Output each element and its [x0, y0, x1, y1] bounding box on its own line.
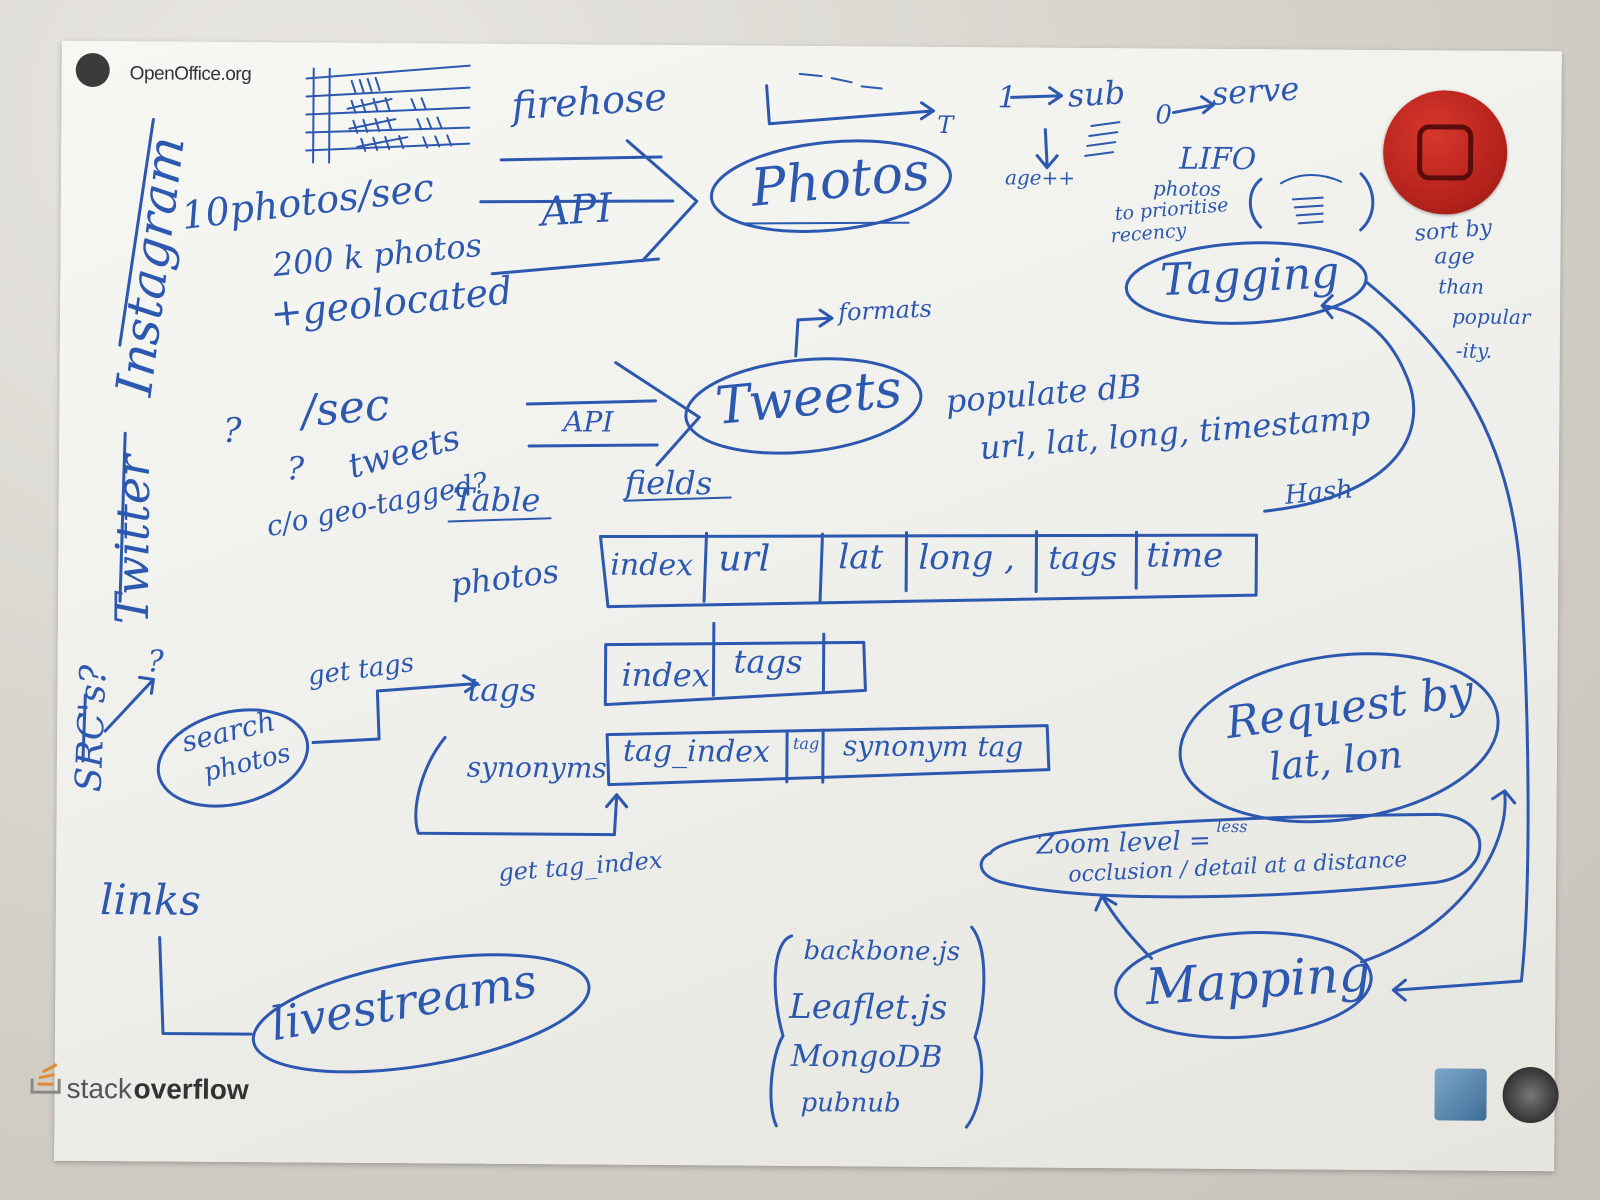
twitter-api-label: API: [563, 405, 614, 439]
stack-item-pubnub: pubnub: [800, 1087, 901, 1119]
synonyms-table-box: [605, 724, 1051, 787]
instagram-divider: [118, 117, 155, 347]
sub-arrow: [1010, 86, 1064, 106]
src-label: SRC's?: [68, 664, 115, 793]
stack-item-backbone: backbone.js: [803, 935, 961, 968]
search-photos-ellipse: [156, 708, 310, 808]
serve-arrow: [1171, 95, 1216, 115]
photos-table-dividers: [702, 530, 1139, 604]
src-to-search-arrow: [103, 675, 155, 733]
fields-label: fields: [624, 463, 713, 503]
hash-loop: [1263, 294, 1416, 513]
hash-label: Hash: [1283, 474, 1355, 511]
photos-node-ellipse: [709, 139, 952, 233]
search-question: ?: [147, 644, 164, 680]
mapping-to-zoom: [1094, 894, 1154, 960]
synonyms-field-synonym-tag: synonym tag: [842, 729, 1024, 764]
livestreams-ellipse: [251, 953, 591, 1074]
synonyms-field-tag: tag: [792, 733, 820, 754]
tweets-rate-question: ?: [223, 410, 242, 452]
links-label: links: [99, 875, 202, 925]
table-label: Table: [452, 480, 541, 520]
request-ellipse: [1178, 652, 1500, 824]
zoom-less: less: [1216, 816, 1248, 837]
mapping-to-tagging: [1364, 280, 1530, 1002]
lifo-label: LIFO: [1179, 141, 1257, 178]
twitter-divider: [118, 431, 127, 603]
t-arrow-dashes: [798, 72, 883, 90]
table-underline: [447, 517, 552, 523]
tweets-count-question: ?: [286, 449, 305, 488]
src-divider: [81, 693, 87, 763]
tags-table-dividers: [711, 621, 826, 697]
synonyms-table-dividers: [785, 728, 825, 784]
get-tags-arrow: [311, 674, 479, 745]
zoom-box: [979, 812, 1482, 899]
sub-one-label: 1: [997, 80, 1017, 116]
stack-item-leaflet: Leaflet.js: [789, 986, 948, 1028]
whiteboard: OpenOffice.org stack overflow: [30, 40, 1562, 1172]
mapping-node: Mapping: [1143, 944, 1373, 1017]
mapping-to-request: [1360, 789, 1517, 964]
stack-left-brace: [769, 934, 794, 1128]
photos-field-time: time: [1146, 535, 1224, 576]
mapping-ellipse: [1114, 931, 1373, 1040]
photos-field-url: url: [718, 538, 771, 580]
tags-field-tags: tags: [733, 642, 803, 681]
lifo-bracket: [1248, 172, 1375, 232]
photos-arrow: [479, 139, 699, 276]
tags-target-label: tags: [467, 670, 537, 710]
sort-note-3: than: [1438, 274, 1485, 299]
age-arrow: [1035, 128, 1059, 170]
sort-note-2: age: [1434, 244, 1475, 270]
stack-right-brace: [964, 925, 986, 1129]
photos-field-tags: tags: [1048, 538, 1118, 578]
tagging-ellipse: [1124, 241, 1368, 325]
synonyms-label: synonyms: [466, 750, 607, 785]
zoom-line-1: Zoom level =: [1035, 825, 1212, 861]
tags-field-index: index: [621, 655, 710, 695]
serve-zero-label: 0: [1155, 100, 1173, 131]
synonyms-field-tag-index: tag_index: [622, 733, 771, 770]
lifo-lines: [1279, 174, 1342, 225]
fields-underline: [623, 496, 732, 502]
firehose-label: firehose: [510, 74, 669, 129]
ink-drawing: [81, 64, 1530, 1129]
serve-label: serve: [1210, 69, 1301, 113]
links-connector: [158, 935, 253, 1036]
age-label: age++: [1004, 165, 1076, 190]
tally-grid: [305, 64, 471, 164]
tagging-node: Tagging: [1159, 247, 1341, 307]
instagram-api-label: API: [539, 185, 614, 236]
photos-underline: [739, 221, 910, 225]
get-tag-index-arrow: [414, 735, 629, 837]
tags-table-box: [603, 640, 867, 707]
formats-label: formats: [837, 294, 933, 327]
formats-arrow: [794, 308, 834, 358]
sort-note-5: -ity.: [1455, 338, 1493, 363]
photos-field-long: long ,: [918, 537, 1016, 579]
t-label: T: [937, 110, 954, 140]
sub-label: sub: [1066, 73, 1127, 115]
t-arrow: [765, 84, 935, 126]
queue-lines: [1084, 121, 1121, 157]
sort-note-4: popular: [1451, 304, 1531, 330]
tweets-arrow: [525, 361, 701, 467]
photos-field-lat: lat: [838, 537, 884, 578]
twitter-label: Twitter: [104, 454, 161, 625]
stack-item-mongodb: MongoDB: [790, 1038, 943, 1075]
tweets-node-ellipse: [684, 357, 923, 455]
tweets-rate: /sec: [299, 379, 392, 438]
photos-field-index: index: [610, 547, 694, 584]
